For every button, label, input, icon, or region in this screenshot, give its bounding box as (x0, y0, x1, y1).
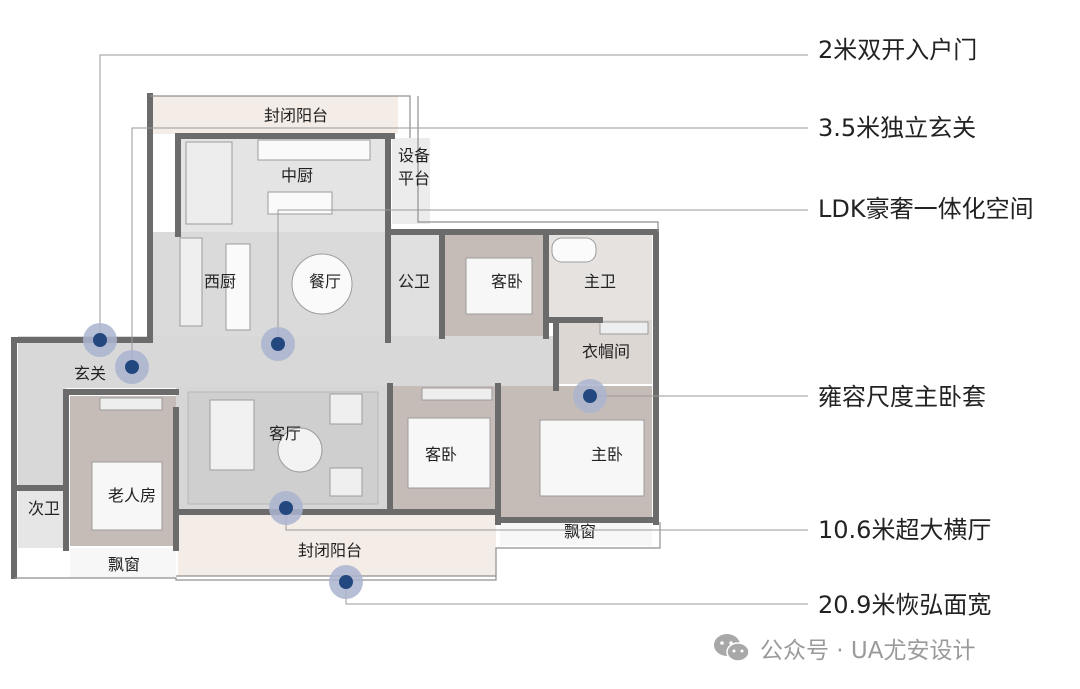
label-bay-window-left: 飘窗 (108, 555, 140, 574)
callout-entry-door: 2米双开入户门 (818, 36, 978, 64)
label-guest-bedroom-lower: 客卧 (425, 445, 457, 464)
kitchen-peninsula (225, 243, 251, 331)
guest-bed-lower (407, 417, 491, 489)
leader-ldk (277, 209, 808, 344)
bathtub (551, 237, 597, 263)
walls (11, 93, 659, 579)
label-elderly-room: 老人房 (108, 486, 156, 505)
markers (83, 323, 607, 599)
guest-bed-upper (465, 257, 533, 315)
label-dining-room: 餐厅 (309, 272, 341, 291)
dining-table (291, 253, 353, 315)
label-equipment-platform-1: 设备 (398, 146, 430, 165)
outline-top-balcony (150, 95, 411, 138)
label-western-kitchen: 西厨 (204, 272, 236, 291)
label-sealed-balcony-top: 封闭阳台 (264, 106, 328, 125)
label-master-bathroom: 主卫 (584, 272, 616, 291)
western-kitchen-counter (179, 237, 203, 327)
callout-foyer: 3.5米独立玄关 (818, 114, 977, 142)
room-labels: 封闭阳台 设备 平台 中厨 西厨 餐厅 公卫 客卧 主卫 衣帽间 玄关 客厅 客… (28, 106, 630, 574)
label-chinese-kitchen: 中厨 (281, 166, 313, 185)
marker-foyer (115, 350, 149, 384)
marker-entry-door (83, 323, 117, 357)
callout-master-suite: 雍容尺度主卧套 (818, 383, 986, 411)
master-bed (539, 419, 645, 497)
outline-equipment (417, 96, 659, 232)
label-bay-window-right: 飘窗 (564, 522, 596, 541)
bay-window-left-floor (70, 548, 176, 578)
wardrobe-closet (599, 321, 649, 335)
wardrobe-guest (421, 387, 493, 401)
label-living-room: 客厅 (269, 424, 301, 443)
outline-bottom (14, 522, 661, 581)
label-master-bedroom: 主卧 (591, 445, 623, 464)
label-guest-bedroom-upper: 客卧 (491, 272, 523, 291)
sofa (209, 399, 255, 471)
marker-master-suite (573, 379, 607, 413)
marker-ldk (261, 327, 295, 361)
kitchen-island (267, 191, 333, 215)
label-foyer: 玄关 (74, 364, 106, 383)
label-sealed-balcony-bottom: 封闭阳台 (298, 541, 362, 560)
marker-living-hall (269, 491, 303, 525)
public-bath-floor (390, 232, 440, 336)
marker-frontage (329, 565, 363, 599)
armchair-1 (329, 393, 363, 425)
leader-entry-door (99, 54, 808, 340)
left-corridor-floor (18, 388, 66, 488)
wechat-icon (714, 634, 750, 662)
callout-frontage: 20.9米恢弘面宽 (818, 591, 992, 619)
kitchen-counter (257, 139, 371, 161)
callout-ldk: LDK豪奢一体化空间 (818, 195, 1034, 223)
label-walk-in-closet: 衣帽间 (582, 342, 630, 361)
watermark-text: 公众号 · UA尤安设计 (760, 638, 976, 664)
bottom-balcony-floor (178, 514, 496, 576)
bay-window-right-floor (500, 520, 652, 546)
coffee-table (277, 427, 323, 473)
label-public-bathroom: 公卫 (398, 272, 430, 291)
elderly-bed (91, 461, 163, 531)
watermark: 公众号 · UA尤安设计 (712, 630, 976, 666)
leader-foyer (131, 127, 808, 366)
kitchen-cabinets (185, 141, 233, 225)
label-secondary-bathroom: 次卫 (28, 499, 60, 518)
wardrobe-elderly (99, 397, 163, 411)
armchair-2 (329, 467, 363, 497)
callout-living-hall: 10.6米超大横厅 (818, 516, 992, 544)
second-bath-floor (18, 488, 68, 548)
furniture (91, 139, 649, 531)
leader-frontage (345, 582, 808, 605)
label-equipment-platform-2: 平台 (398, 169, 430, 188)
